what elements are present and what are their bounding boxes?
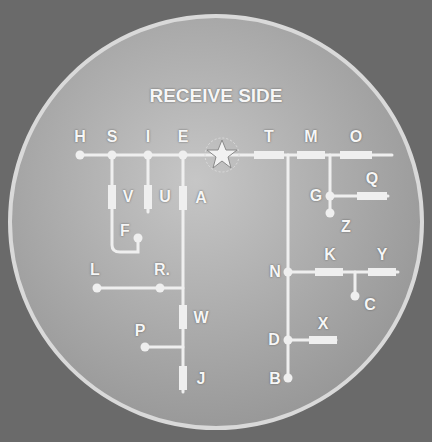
morse-letter: W — [193, 310, 208, 326]
morse-letter: V — [123, 189, 134, 205]
morse-letter: N — [269, 264, 281, 280]
morse-letter: R. — [154, 262, 170, 278]
morse-letter: P — [135, 323, 146, 339]
morse-letter: S — [107, 129, 118, 145]
morse-letter: A — [195, 190, 207, 206]
morse-letter: K — [324, 247, 336, 263]
morse-letter: U — [159, 189, 171, 205]
morse-letter: O — [350, 129, 362, 145]
morse-letter: X — [318, 316, 329, 332]
morse-letter: B — [269, 371, 281, 387]
morse-letter: G — [310, 188, 322, 204]
coin-title: RECEIVE SIDE — [149, 86, 282, 105]
morse-letter: J — [197, 371, 206, 387]
morse-letter: Z — [341, 219, 351, 235]
morse-letter: H — [74, 129, 86, 145]
morse-letter: F — [120, 223, 130, 239]
morse-letter: D — [268, 332, 280, 348]
morse-letter: Q — [366, 171, 378, 187]
morse-letter: M — [304, 129, 317, 145]
morse-letter: T — [264, 129, 274, 145]
morse-letter: E — [178, 129, 189, 145]
morse-letter: C — [364, 297, 376, 313]
morse-letter: Y — [377, 247, 388, 263]
morse-letter: L — [90, 262, 100, 278]
morse-letter: I — [146, 129, 150, 145]
